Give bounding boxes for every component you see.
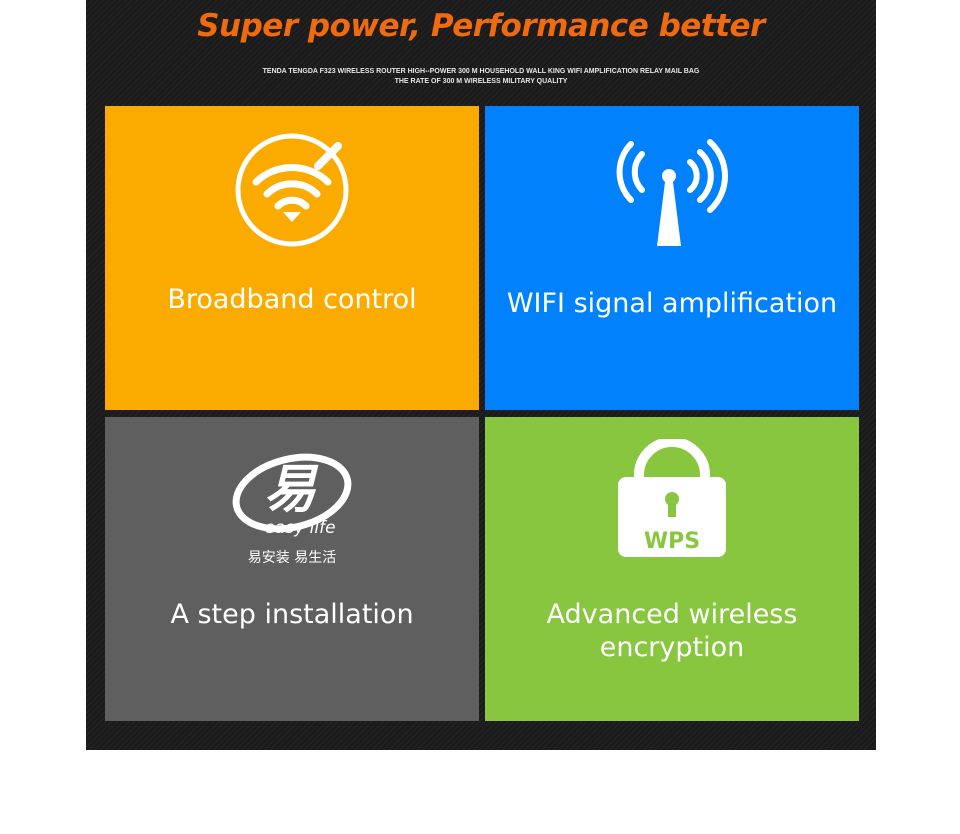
antenna-signal-icon xyxy=(616,139,729,246)
feature-tile-wifi-amplification: WIFI signal amplification xyxy=(485,106,859,410)
page-subtitle-line-1: TENDA TENGDA F323 WIRELESS ROUTER HIGH--… xyxy=(262,68,700,75)
page-subtitle-line-2: THE RATE OF 300 M WIRELESS MILITARY QUAL… xyxy=(394,78,568,85)
tile-label-line-1: Advanced wireless xyxy=(546,599,798,630)
tile-label: Broadband control xyxy=(167,284,417,315)
svg-text:easy life: easy life xyxy=(264,518,335,538)
feature-banner: Super power, Performance better TENDA TE… xyxy=(86,0,876,750)
tile-label: WIFI signal amplification xyxy=(506,288,838,319)
page-title: Super power, Performance better xyxy=(197,8,765,44)
wifi-gauge-icon xyxy=(235,133,349,247)
feature-tile-step-installation: 易 easy life 易安装 易生活 A step installation xyxy=(105,417,479,721)
easy-life-logo: 易 easy life xyxy=(232,453,352,538)
wps-lock-icon: WPS xyxy=(618,439,726,557)
tile-label-line-2: encryption xyxy=(599,632,745,663)
easy-life-tagline: 易安装 易生活 xyxy=(247,550,337,566)
feature-tile-broadband-control: Broadband control xyxy=(105,106,479,410)
svg-text:易: 易 xyxy=(264,460,319,520)
feature-tile-wireless-encryption: WPS Advanced wireless encryption xyxy=(485,417,859,721)
tile-label: A step installation xyxy=(170,599,414,630)
svg-text:WPS: WPS xyxy=(644,529,700,554)
